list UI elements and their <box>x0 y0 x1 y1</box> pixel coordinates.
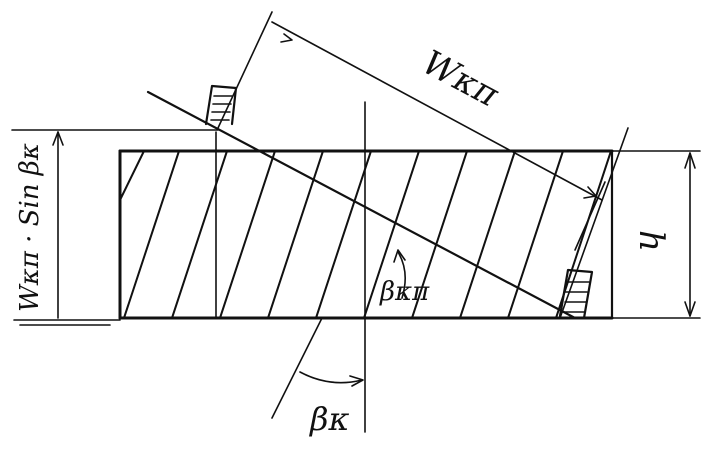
hatch-line <box>119 150 145 201</box>
hatching <box>119 150 612 319</box>
diagonal-main-line <box>146 90 577 320</box>
hatch-line <box>171 150 228 319</box>
hatch-line <box>123 150 180 319</box>
right-incline-line <box>559 127 629 319</box>
rectangle-outline <box>118 149 614 320</box>
hatch-line <box>507 150 564 319</box>
hatch-line <box>411 150 468 319</box>
label-beta-k: βκ <box>309 400 350 438</box>
label-h: h <box>631 230 671 252</box>
label-wkn-top: Wκπ <box>416 43 506 116</box>
label-left-dim: Wκπ · Sin βκ <box>15 143 45 312</box>
angle-beta-kn <box>393 249 406 299</box>
dimension-left <box>11 129 219 326</box>
hatch-line <box>459 150 516 319</box>
dimension-h <box>595 150 701 319</box>
hatch-line <box>363 150 420 319</box>
label-beta-kn: βκπ <box>379 277 430 307</box>
bottom-tooth-mark <box>558 268 594 320</box>
hatch-line <box>315 150 372 319</box>
dimension-wkn <box>217 11 606 251</box>
hatch-line <box>219 150 276 319</box>
top-tooth-mark <box>204 84 238 126</box>
angle-beta-k <box>299 371 364 387</box>
helix-line <box>271 317 323 419</box>
hatch-line <box>267 150 324 319</box>
